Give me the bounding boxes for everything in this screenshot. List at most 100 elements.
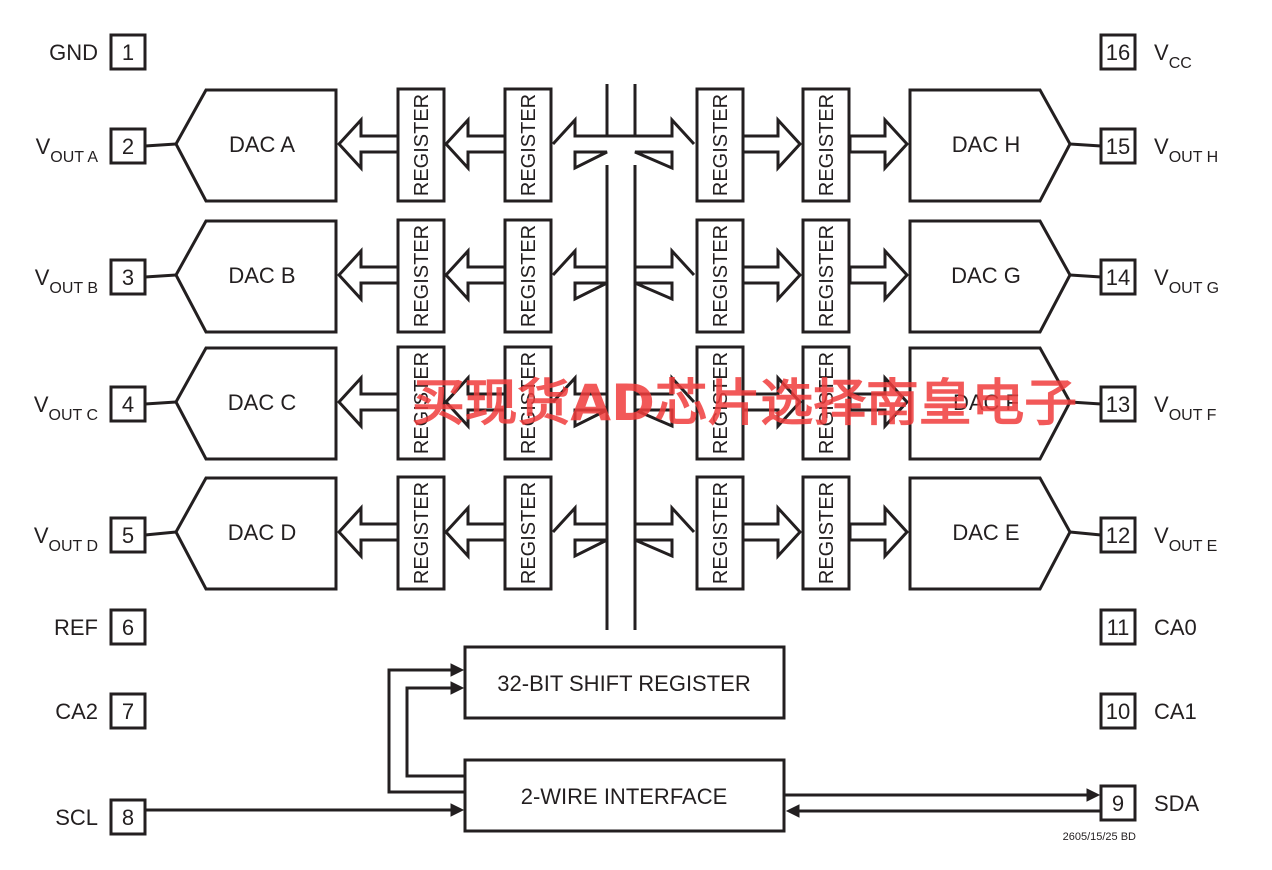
- pin-3-box: [109, 258, 147, 296]
- pin-1-number: 1: [122, 40, 134, 65]
- bus-branch-right-1: [633, 215, 696, 302]
- register-r1-3-label: REGISTER: [710, 482, 732, 584]
- register-r1-0-label: REGISTER: [710, 94, 732, 196]
- register-l1-3: [396, 475, 446, 591]
- bus-branch-right-2: [633, 342, 696, 429]
- pin-12-box: [1099, 516, 1137, 554]
- pin-5-number: 5: [122, 523, 134, 548]
- register-l1-0-label: REGISTER: [411, 94, 433, 196]
- register-l2-1-label: REGISTER: [518, 225, 540, 327]
- dac-right-label-3: DAC E: [952, 520, 1019, 545]
- dac-left-label-3: DAC D: [228, 520, 296, 545]
- bus-arrow-l1-2: [336, 374, 400, 430]
- register-r2-2: [801, 345, 851, 461]
- pin-11-number: 11: [1107, 615, 1130, 640]
- bus-top-fill: [608, 125, 634, 131]
- register-l1-3-label: REGISTER: [411, 482, 433, 584]
- dac-out-wire-left-0: [144, 142, 177, 148]
- pin-15-number: 15: [1106, 134, 1130, 159]
- pin-14-number: 14: [1106, 265, 1130, 290]
- register-l2-3: [503, 475, 553, 591]
- pin-3-number: 3: [122, 265, 134, 290]
- loop-wire-outer: [387, 668, 465, 794]
- bus-arrow-r2-3: [848, 504, 910, 560]
- pin-16-box: [1099, 33, 1137, 71]
- register-r2-1-label: REGISTER: [816, 225, 838, 327]
- register-l2-1: [503, 218, 553, 334]
- register-l1-0: [396, 87, 446, 203]
- pin-10-box: [1099, 692, 1137, 730]
- pin-label-7: CA2: [55, 699, 98, 724]
- pin-label-14: VOUT G: [1154, 265, 1219, 297]
- pin-2-box: [109, 127, 147, 165]
- dac-right-label-0: DAC H: [952, 132, 1020, 157]
- bus-branch-left-0: [551, 84, 609, 171]
- pin-label-13: VOUT F: [1154, 392, 1217, 424]
- pin-label-1: GND: [49, 40, 98, 65]
- bus-arrow-l1-1: [336, 247, 400, 303]
- register-l2-3-label: REGISTER: [518, 482, 540, 584]
- dac-right-0: [908, 88, 1072, 203]
- dac-left-label-1: DAC B: [228, 263, 295, 288]
- pin-6-number: 6: [122, 615, 134, 640]
- loop-arrow-inner: [450, 681, 465, 695]
- dac-right-1: [908, 219, 1072, 334]
- bus-arrow-l1-3: [336, 504, 400, 560]
- register-l2-0: [503, 87, 553, 203]
- pin-label-10: CA1: [1154, 699, 1197, 724]
- shift-register-label: 32-BIT SHIFT REGISTER: [497, 671, 750, 696]
- bus-arrow-r1-3: [741, 504, 803, 560]
- register-l1-1: [396, 218, 446, 334]
- register-l1-1-label: REGISTER: [411, 225, 433, 327]
- dac-right-3: [908, 476, 1072, 591]
- pin-1-box: [109, 33, 147, 71]
- register-l1-2-label: REGISTER: [411, 352, 433, 454]
- pin-label-4: VOUT C: [34, 392, 98, 424]
- bus-branch-left-3: [551, 472, 609, 559]
- dac-left-label-2: DAC C: [228, 390, 297, 415]
- pin-7-box: [109, 692, 147, 730]
- interface-block: [463, 758, 786, 833]
- bus-arrow-r1-0: [741, 116, 803, 172]
- bus-arrow-r2-1: [848, 247, 910, 303]
- dac-out-wire-right-2: [1069, 400, 1102, 406]
- pin-8-number: 8: [122, 805, 134, 830]
- pin-4-box: [109, 385, 147, 423]
- dac-right-label-2: DAC F: [953, 390, 1019, 415]
- pin-label-11: CA0: [1154, 615, 1197, 640]
- loop-arrow-outer: [450, 663, 465, 677]
- register-r1-1: [695, 218, 745, 334]
- dac-out-wire-left-3: [144, 530, 177, 537]
- register-r2-2-label: REGISTER: [816, 352, 838, 454]
- pin-11-box: [1099, 608, 1137, 646]
- pin-9-number: 9: [1112, 791, 1124, 816]
- bus-branch-left-2: [551, 342, 609, 429]
- bus-branch-right-0: [633, 84, 696, 171]
- register-r2-0: [801, 87, 851, 203]
- register-r2-0-label: REGISTER: [816, 94, 838, 196]
- register-r2-1: [801, 218, 851, 334]
- pin-label-8: SCL: [55, 805, 98, 830]
- pin-2-number: 2: [122, 134, 134, 159]
- pin-label-3: VOUT B: [35, 265, 98, 297]
- bus-arrow-l2-0: [443, 116, 507, 172]
- register-r1-0: [695, 87, 745, 203]
- register-l2-2: [503, 345, 553, 461]
- bus-arrow-r1-1: [741, 247, 803, 303]
- pin-7-number: 7: [122, 699, 134, 724]
- pin-4-number: 4: [122, 392, 134, 417]
- register-l2-0-label: REGISTER: [518, 94, 540, 196]
- dac-left-0: [174, 88, 338, 203]
- pin-label-15: VOUT H: [1154, 134, 1218, 166]
- pin-label-2: VOUT A: [36, 134, 99, 166]
- register-l2-2-label: REGISTER: [518, 352, 540, 454]
- bus-branch-right-3: [633, 472, 696, 559]
- pin-5-box: [109, 516, 147, 554]
- pin-12-number: 12: [1106, 523, 1130, 548]
- dac-right-label-1: DAC G: [951, 263, 1021, 288]
- dac-left-label-0: DAC A: [229, 132, 295, 157]
- register-r1-3: [695, 475, 745, 591]
- bus-arrow-l1-0: [336, 116, 400, 172]
- bus-arrow-l2-3: [443, 504, 507, 560]
